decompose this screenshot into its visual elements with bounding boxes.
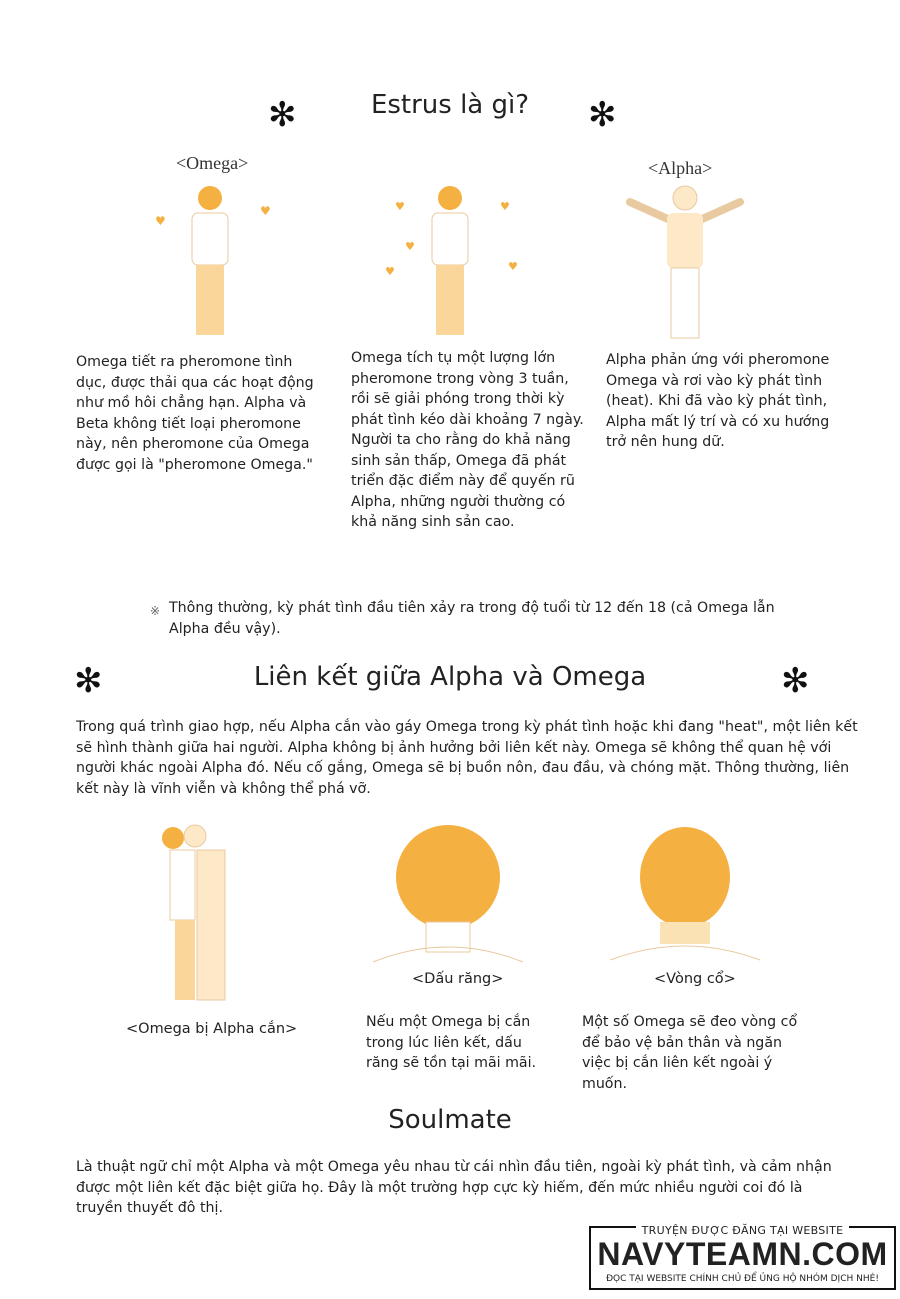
caption-collar: <Vòng cổ> [654, 971, 736, 987]
section-title-bond: Liên kết giữa Alpha và Omega [253, 662, 647, 692]
label-alpha: <Alpha> [648, 158, 713, 178]
svg-text:♥: ♥ [385, 265, 395, 278]
svg-text:♥: ♥ [500, 200, 510, 213]
watermark-top: TRUYỆN ĐƯỢC ĐĂNG TẠI WEBSITE [635, 1224, 850, 1237]
omega-heat-description: Omega tích tụ một lượng lớn pheromone tr… [351, 350, 584, 530]
caption-bite-mark: <Dấu răng> [412, 971, 504, 987]
omega-figure-illustration: ♥♥ [155, 186, 271, 335]
svg-text:♥: ♥ [260, 204, 271, 218]
bite-mark-illustration [372, 825, 524, 963]
svg-text:♥: ♥ [155, 214, 166, 228]
watermark-site: NAVYTEAMN.COM [597, 1236, 888, 1272]
asterisk-ornament-icon: ✻ [781, 661, 810, 701]
note-text: Thông thường, kỳ phát tình đầu tiên xảy … [169, 600, 775, 637]
svg-text:♥: ♥ [508, 260, 518, 273]
caption-bitten: <Omega bị Alpha cắn> [126, 1021, 298, 1037]
bite-mark-description: Nếu một Omega bị cắn trong lúc liên kết,… [366, 1014, 537, 1071]
section-title-estrus: Estrus là gì? [370, 90, 530, 120]
soulmate-description: Là thuật ngữ chỉ một Alpha và một Omega … [76, 1159, 832, 1216]
asterisk-ornament-icon: ✻ [74, 661, 103, 701]
omega-heat-figure-illustration: ♥ ♥ ♥ ♥ ♥ [385, 186, 518, 335]
watermark-logo: TRUYỆN ĐƯỢC ĐĂNG TẠI WEBSITE NAVYTEAMN.C… [589, 1224, 896, 1290]
note-mark-icon: ※ [150, 604, 161, 618]
collar-description: Một số Omega sẽ đeo vòng cổ để bảo vệ bả… [582, 1014, 798, 1092]
watermark-bottom: ĐỌC TẠI WEBSITE CHÍNH CHỦ ĐỂ ỦNG HỘ NHÓM… [606, 1274, 879, 1284]
svg-text:♥: ♥ [405, 240, 415, 253]
asterisk-ornament-icon: ✻ [588, 95, 617, 135]
label-omega: <Omega> [176, 153, 249, 173]
collar-illustration [609, 827, 761, 961]
omega-description: Omega tiết ra pheromone tình dục, được t… [76, 354, 314, 473]
svg-text:♥: ♥ [395, 200, 405, 213]
alpha-description: Alpha phản ứng với pheromone Omega và rơ… [606, 352, 830, 450]
bite-figure-illustration [162, 824, 226, 1001]
asterisk-ornament-icon: ✻ [268, 95, 297, 135]
alpha-figure-illustration [626, 185, 744, 339]
bond-description: Trong quá trình giao hợp, nếu Alpha cắn … [76, 719, 858, 797]
section-title-soulmate: Soulmate [388, 1105, 512, 1135]
